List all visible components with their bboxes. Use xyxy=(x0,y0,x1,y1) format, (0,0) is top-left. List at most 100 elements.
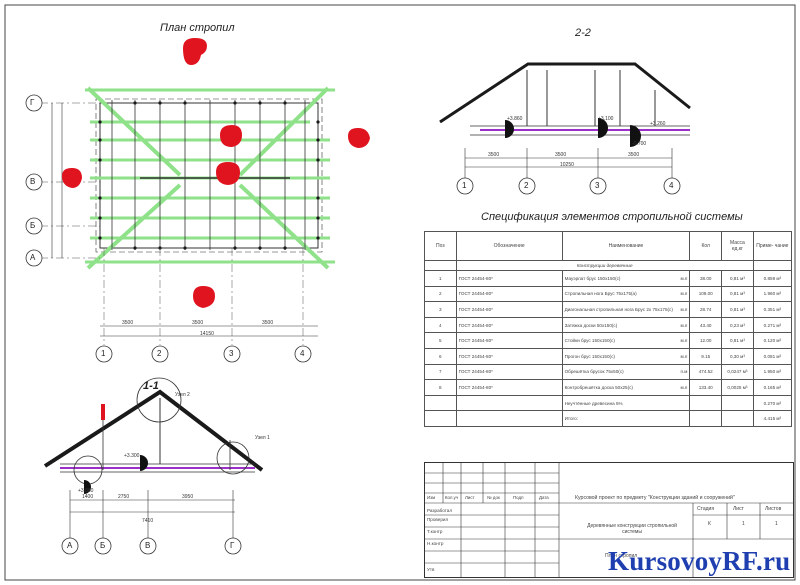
table-cell-mass: 0,81 м³ xyxy=(721,332,754,349)
table-cell-name: Стропильная нога Брус 75х175(а) м.п xyxy=(561,285,691,303)
dim-text: 10250 xyxy=(560,162,574,168)
table-cell-ref xyxy=(455,394,563,412)
roof-plan-drawing xyxy=(40,38,370,345)
table-cell-mass: 0,0025 м³ xyxy=(721,379,754,396)
stamp-role: Н.контр xyxy=(427,541,444,546)
stamp-col: Лист xyxy=(465,495,475,500)
table-cell-ref xyxy=(455,410,563,427)
sheet-sub: План стропил xyxy=(605,553,638,559)
table-cell-note: 0.859 м³ xyxy=(752,270,793,287)
dim-text: 3500 xyxy=(122,320,134,326)
col-header: Кол xyxy=(689,231,723,261)
table-cell-note: 0.081 м³ xyxy=(752,347,793,365)
axis-label: А xyxy=(67,541,73,550)
axis-label: 2 xyxy=(157,349,162,358)
site-watermark: KursovoyRF.ru xyxy=(608,546,791,576)
table-cell-qty: 133.40 xyxy=(689,379,723,396)
table-cell-pos: 8 xyxy=(424,379,457,396)
item-unit: м.п xyxy=(680,291,688,297)
table-cell-name: Мауэрлат брус 150х150(с)м.п xyxy=(561,270,691,287)
table-cell-name: Итого: xyxy=(561,410,691,427)
stage-value: 1 xyxy=(742,521,745,527)
axis-label: 4 xyxy=(669,181,674,190)
stage-value: К xyxy=(708,521,711,527)
stage-value: 1 xyxy=(775,521,778,527)
title-block: Курсовой проект по предмету "Конструкции… xyxy=(424,462,794,578)
section-2-2-drawing xyxy=(439,62,691,180)
dim-text: 3500 xyxy=(192,320,204,326)
stamp-col: Дата xyxy=(539,495,549,500)
axis-label: А xyxy=(30,253,36,262)
spec-section-row: Конструкции деревянные xyxy=(424,260,793,271)
table-cell-mass: 0,81 м³ xyxy=(721,285,754,303)
table-cell-pos: 3 xyxy=(424,301,457,318)
callout-label: Узел 2 xyxy=(175,392,190,398)
table-cell-qty: 109.00 xyxy=(689,285,723,303)
table-cell-note: 4.415 м³ xyxy=(752,410,793,427)
dim-text: 2750 xyxy=(118,494,130,500)
axis-label: 4 xyxy=(300,349,305,358)
table-cell-pos: 6 xyxy=(424,347,457,365)
item-name: Стропильная нога Брус 75х175(а) xyxy=(564,291,637,297)
stage-header: Лист xyxy=(733,506,744,512)
stage-header: Листов xyxy=(765,506,782,512)
dim-text: 3500 xyxy=(262,320,274,326)
col-header: Масса ед.кг xyxy=(721,231,754,261)
item-name: Обрешётка брусок 75х50(с) xyxy=(564,369,624,375)
item-name: Затяжка доски 50х150(с) xyxy=(564,322,618,328)
table-cell-qty: 9.15 xyxy=(689,347,723,365)
level-mark: -0.700 xyxy=(632,141,647,147)
table-cell-qty: 38.00 xyxy=(689,270,723,287)
table-cell-qty: 28.74 xyxy=(689,301,723,318)
table-cell-mass xyxy=(721,394,754,412)
spec-title: Спецификация элементов стропильной систе… xyxy=(481,211,743,223)
dim-text: 3950 xyxy=(182,494,194,500)
stamp-role: Утв xyxy=(427,567,435,572)
level-mark: +3.300 xyxy=(124,453,140,459)
table-cell-note: 1.950 м³ xyxy=(752,363,793,381)
stamp-role: Разработал xyxy=(427,508,453,513)
level-mark: +3.260 xyxy=(650,121,666,127)
table-cell-pos: 5 xyxy=(424,332,457,349)
dim-text: 3500 xyxy=(488,152,500,158)
stage-header: Стадия xyxy=(697,506,715,512)
table-cell-qty: 43.40 xyxy=(689,316,723,334)
axis-bubbles xyxy=(25,94,681,555)
item-name: Прогон брус 150х150(с) xyxy=(564,353,615,359)
stamp-col: № док xyxy=(487,495,500,500)
axis-label: 3 xyxy=(595,181,600,190)
table-cell-pos: 4 xyxy=(424,316,457,334)
table-cell-mass xyxy=(721,410,754,427)
item-name: Контробрешётка доска 50х25(с) xyxy=(564,384,633,390)
axis-label: Б xyxy=(100,541,106,550)
table-cell-pos: 2 xyxy=(424,285,457,303)
table-cell-name: Контробрешётка доска 50х25(с)м.п xyxy=(561,379,691,396)
item-unit: м.п xyxy=(680,322,688,328)
table-cell-ref: ГОСТ 24454-80* xyxy=(455,316,563,334)
table-cell-note: 0.351 м³ xyxy=(752,301,793,318)
dim-text: 3500 xyxy=(628,152,640,158)
level-mark: +3.100 xyxy=(598,116,614,122)
table-cell-note: 1.960 м³ xyxy=(752,285,793,303)
stamp-role: Т.контр xyxy=(427,529,443,534)
table-cell-note: 0.270 м³ xyxy=(752,394,793,412)
stamp-role: Проверил xyxy=(427,517,449,522)
table-cell-qty xyxy=(689,394,723,412)
table-cell-ref: ГОСТ 24454-80* xyxy=(455,379,563,396)
table-cell-pos xyxy=(424,394,457,412)
table-cell-mass: 0,23 м³ xyxy=(721,316,754,334)
table-cell-mass: 0,81 м³ xyxy=(721,301,754,318)
table-row: Итого: 4.415 м³ xyxy=(424,410,793,427)
item-name: Мауэрлат брус 150х150(с) xyxy=(564,275,621,281)
section-label: Конструкции деревянные xyxy=(455,260,754,271)
axis-label: В xyxy=(30,177,36,186)
table-cell-ref: ГОСТ 24454-80* xyxy=(455,332,563,349)
axis-label: 1 xyxy=(101,349,106,358)
table-cell-ref: ГОСТ 24454-80* xyxy=(455,363,563,381)
table-cell-pos: 1 xyxy=(424,270,457,287)
stamp-col: Кол.уч xyxy=(445,495,459,500)
